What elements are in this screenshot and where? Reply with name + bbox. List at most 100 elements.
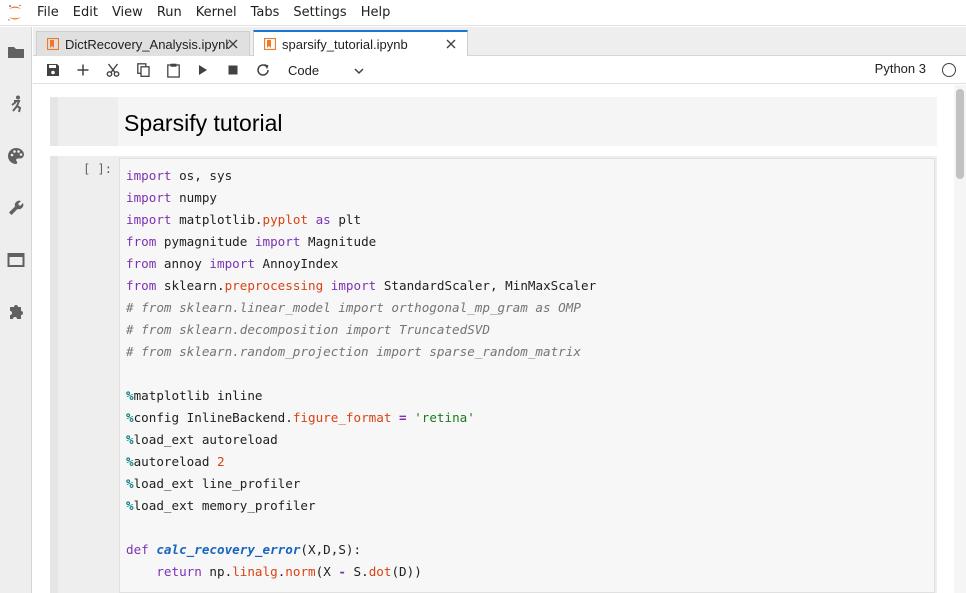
code-line: # from sklearn.decomposition import Trun… xyxy=(126,319,596,341)
input-prompt: [ ]: xyxy=(58,162,118,176)
cell-type-dropdown[interactable]: Code xyxy=(288,59,319,81)
code-token: numpy xyxy=(172,190,218,205)
scrollbar-thumb[interactable] xyxy=(956,89,964,179)
code-line xyxy=(126,517,596,539)
tab-sparsify-tutorial[interactable]: sparsify_tutorial.ipynb xyxy=(253,30,468,56)
code-token: as xyxy=(316,212,331,227)
code-editor[interactable]: import os, sysimport numpyimport matplot… xyxy=(119,158,935,593)
code-cell[interactable]: [ ]: import os, sysimport numpyimport ma… xyxy=(50,156,937,593)
menu-kernel[interactable]: Kernel xyxy=(189,0,244,26)
code-line: %config InlineBackend.figure_format = 'r… xyxy=(126,407,596,429)
menu-view[interactable]: View xyxy=(105,0,150,26)
code-token: preprocessing xyxy=(225,278,324,293)
menu-bar: File Edit View Run Kernel Tabs Settings … xyxy=(0,0,966,26)
code-line: def calc_recovery_error(X,D,S): xyxy=(126,539,596,561)
add-cell-icon[interactable] xyxy=(72,60,94,80)
code-token: Magnitude xyxy=(300,234,376,249)
notebook-panel: Sparsify tutorial [ ]: import os, sysimp… xyxy=(33,85,953,593)
close-icon[interactable] xyxy=(225,36,241,52)
menu-tabs[interactable]: Tabs xyxy=(244,0,287,26)
code-line: from annoy import AnnoyIndex xyxy=(126,253,596,275)
code-line: import matplotlib.pyplot as plt xyxy=(126,209,596,231)
tab-icon[interactable] xyxy=(5,249,27,271)
tab-dictrecovery-analysis[interactable]: DictRecovery_Analysis.ipynb xyxy=(36,31,250,56)
code-line: return np.linalg.norm(X - S.dot(D)) xyxy=(126,561,596,583)
close-icon[interactable] xyxy=(443,36,459,52)
menu-help[interactable]: Help xyxy=(354,0,398,26)
code-token: config InlineBackend. xyxy=(134,410,293,425)
code-line: %load_ext memory_profiler xyxy=(126,495,596,517)
code-token: matplotlib. xyxy=(172,212,263,227)
code-token: plt xyxy=(331,212,361,227)
code-token: 2 xyxy=(217,454,225,469)
code-token: % xyxy=(126,388,134,403)
notebook-icon xyxy=(264,38,276,50)
code-line: from sklearn.preprocessing import Standa… xyxy=(126,275,596,297)
code-token: = xyxy=(399,410,407,425)
save-icon[interactable] xyxy=(42,60,64,80)
menu-settings[interactable]: Settings xyxy=(286,0,353,26)
cell-type-label: Code xyxy=(288,63,319,78)
notebook-icon xyxy=(47,38,59,50)
code-token: load_ext memory_profiler xyxy=(134,498,316,513)
code-token: from xyxy=(126,278,156,293)
menu-edit[interactable]: Edit xyxy=(66,0,105,26)
stop-icon[interactable] xyxy=(222,60,244,80)
restart-icon[interactable] xyxy=(252,60,274,80)
code-line xyxy=(126,363,596,385)
code-token xyxy=(126,564,156,579)
cell-collapser[interactable] xyxy=(50,156,58,593)
code-token xyxy=(308,212,316,227)
vertical-scrollbar[interactable] xyxy=(954,85,966,593)
code-token: import xyxy=(126,168,172,183)
code-token: (X xyxy=(316,564,339,579)
paste-icon[interactable] xyxy=(162,60,184,80)
code-line: # from sklearn.linear_model import ortho… xyxy=(126,297,596,319)
code-token: (X,D,S): xyxy=(300,542,361,557)
kernel-status-idle-icon xyxy=(942,63,956,77)
code-token: import xyxy=(209,256,255,271)
code-token: (D)) xyxy=(391,564,421,579)
code-line: import numpy xyxy=(126,187,596,209)
notebook-toolbar: Code Python 3 xyxy=(33,56,966,84)
markdown-cell[interactable]: Sparsify tutorial xyxy=(50,97,937,146)
code-token xyxy=(391,410,399,425)
folder-icon[interactable] xyxy=(5,41,27,63)
running-icon[interactable] xyxy=(5,93,27,115)
code-line: %load_ext autoreload xyxy=(126,429,596,451)
copy-icon[interactable] xyxy=(132,60,154,80)
code-token: calc_recovery_error xyxy=(156,542,300,557)
code-token: load_ext line_profiler xyxy=(134,476,301,491)
code-token: load_ext autoreload xyxy=(134,432,278,447)
code-token: from xyxy=(126,256,156,271)
code-token: # from sklearn.decomposition import Trun… xyxy=(126,322,490,337)
code-token: # from sklearn.linear_model import ortho… xyxy=(126,300,581,315)
code-token: np. xyxy=(202,564,232,579)
code-line: %matplotlib inline xyxy=(126,385,596,407)
code-token: % xyxy=(126,432,134,447)
wrench-icon[interactable] xyxy=(5,197,27,219)
code-token: import xyxy=(255,234,301,249)
code-token: figure_format xyxy=(293,410,392,425)
extension-icon[interactable] xyxy=(5,301,27,323)
code-content: import os, sysimport numpyimport matplot… xyxy=(126,165,596,583)
code-token: % xyxy=(126,410,134,425)
code-token: AnnoyIndex xyxy=(255,256,338,271)
jupyter-logo-icon xyxy=(0,0,30,26)
code-token: % xyxy=(126,498,134,513)
code-token: pyplot xyxy=(263,212,309,227)
menu-run[interactable]: Run xyxy=(150,0,189,26)
menu-file[interactable]: File xyxy=(30,0,66,26)
code-token: import xyxy=(331,278,377,293)
cut-icon[interactable] xyxy=(102,60,124,80)
code-token: os, sys xyxy=(172,168,233,183)
cell-collapser[interactable] xyxy=(50,97,58,146)
tab-label: DictRecovery_Analysis.ipynb xyxy=(65,37,229,52)
code-line: import os, sys xyxy=(126,165,596,187)
code-token: import xyxy=(126,212,172,227)
code-token: from xyxy=(126,234,156,249)
run-icon[interactable] xyxy=(192,60,214,80)
palette-icon[interactable] xyxy=(5,145,27,167)
kernel-name[interactable]: Python 3 xyxy=(875,61,926,76)
code-token: def xyxy=(126,542,149,557)
